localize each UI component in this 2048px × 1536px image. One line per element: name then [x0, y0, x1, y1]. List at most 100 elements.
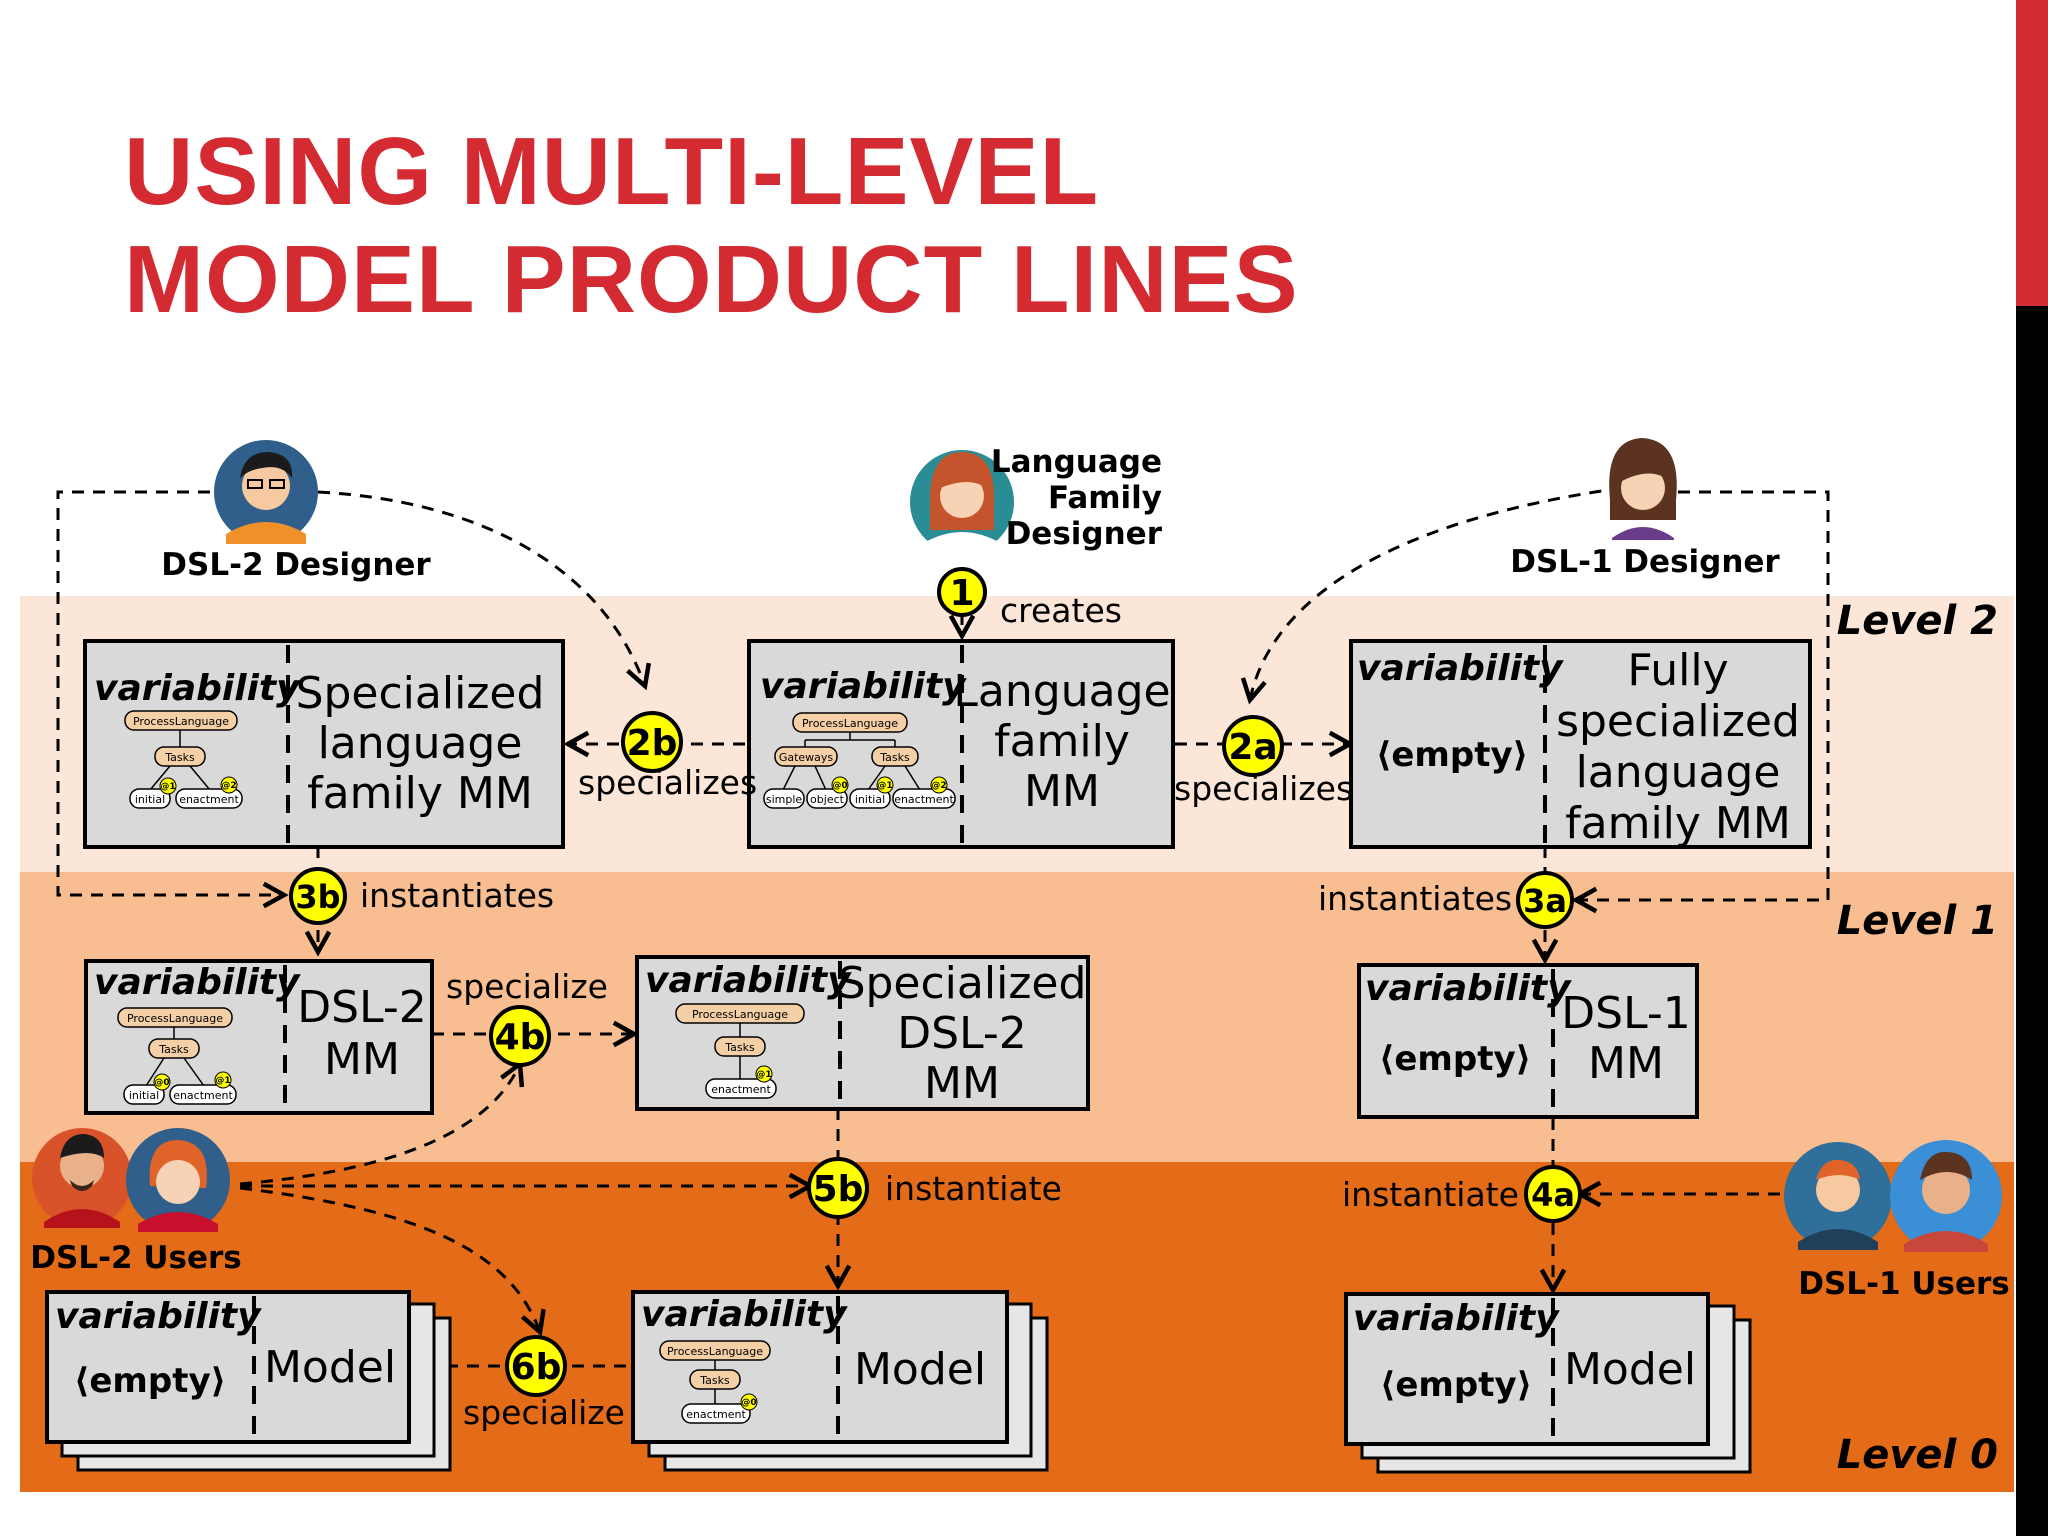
svg-text:variability: variability	[1365, 968, 1572, 1009]
svg-text:MM: MM	[324, 1034, 400, 1085]
role-dsl2-designer: DSL-2 Designer	[161, 547, 431, 583]
level-0-label: Level 0	[1836, 1432, 1998, 1478]
svg-text:@1: @1	[215, 1076, 230, 1086]
mini-tree: ProcessLanguage Tasks enactment @1	[675, 1003, 805, 1099]
svg-text:initial: initial	[129, 1089, 159, 1102]
svg-text:@1: @1	[877, 781, 892, 791]
svg-text:2a: 2a	[1228, 727, 1277, 768]
accent-bar-red	[2016, 0, 2048, 306]
svg-text:Language: Language	[953, 666, 1170, 717]
label-instantiates-3a: instantiates	[1318, 879, 1512, 918]
role-lf-designer-2: Family	[1048, 480, 1162, 516]
svg-text:DSL-1: DSL-1	[1561, 988, 1690, 1039]
mini-tree: ProcessLanguage Tasks initial enactment …	[117, 1007, 237, 1105]
svg-text:Tasks: Tasks	[879, 751, 910, 764]
svg-text:@2: @2	[221, 781, 236, 791]
svg-text:Model: Model	[1564, 1344, 1696, 1395]
svg-text:enactment: enactment	[686, 1408, 746, 1421]
dsl2-designer-avatar	[214, 440, 318, 544]
role-lf-designer-1: Language	[991, 444, 1162, 480]
box-dsl1-mm: variability ⟨empty⟩ DSL-1 MM	[1357, 963, 1699, 1119]
title-line-2: MODEL PRODUCT LINES	[124, 226, 1299, 333]
svg-text:object: object	[810, 793, 845, 806]
mini-tree: ProcessLanguage Gateways Tasks simple ob…	[763, 712, 956, 809]
svg-text:simple: simple	[766, 793, 803, 806]
svg-text:⟨empty⟩: ⟨empty⟩	[1379, 1039, 1531, 1079]
badge-3b: 3b	[289, 867, 347, 925]
svg-text:1: 1	[949, 573, 974, 614]
svg-text:@0: @0	[154, 1078, 169, 1088]
svg-text:variability: variability	[1353, 1298, 1560, 1339]
role-lf-designer-3: Designer	[1006, 516, 1163, 552]
svg-text:variability: variability	[55, 1296, 262, 1337]
svg-text:Model: Model	[854, 1344, 986, 1395]
svg-text:3b: 3b	[295, 878, 340, 916]
svg-text:@0: @0	[741, 1398, 756, 1408]
label-specializes-2a: specializes	[1174, 769, 1353, 808]
label-creates: creates	[1000, 591, 1122, 630]
arrow-dsl2-designer-specializes	[317, 490, 645, 686]
svg-text:language: language	[318, 718, 523, 769]
label-specialize-4b: specialize	[446, 967, 608, 1006]
dsl1-users-avatar	[1784, 1140, 2002, 1252]
arrows	[56, 486, 1830, 1366]
svg-text:@1: @1	[756, 1070, 771, 1080]
label-instantiates-3b: instantiates	[360, 876, 554, 915]
label-instantiate-5b: instantiate	[885, 1169, 1062, 1208]
role-dsl1-users: DSL-1 Users	[1798, 1266, 2009, 1302]
arrow-users-specialize-4b	[239, 1064, 520, 1186]
svg-text:Model: Model	[264, 1342, 396, 1393]
svg-text:Tasks: Tasks	[724, 1041, 755, 1054]
accent-bar-black	[2016, 306, 2048, 1536]
svg-text:specialized: specialized	[1556, 696, 1800, 747]
svg-text:⟨empty⟩: ⟨empty⟩	[1376, 735, 1528, 775]
svg-text:⟨empty⟩: ⟨empty⟩	[1380, 1365, 1532, 1405]
svg-text:4a: 4a	[1531, 1176, 1575, 1214]
box-fully-specialized-mm: variability ⟨empty⟩ Fully specialized la…	[1349, 639, 1812, 849]
svg-text:MM: MM	[1588, 1038, 1664, 1089]
svg-text:DSL-2: DSL-2	[297, 982, 426, 1033]
model-stack-left: variability ⟨empty⟩ Model	[45, 1290, 452, 1472]
svg-text:ProcessLanguage: ProcessLanguage	[127, 1012, 223, 1025]
svg-text:ProcessLanguage: ProcessLanguage	[667, 1345, 763, 1358]
svg-text:variability: variability	[1357, 648, 1564, 689]
box-language-family-mm: variability Language family MM ProcessLa…	[747, 639, 1175, 849]
arrow-dsl1-designer-specializes	[1250, 486, 1623, 700]
svg-text:@1: @1	[160, 782, 175, 792]
dsl2-users-avatar	[32, 1128, 230, 1232]
level-2-label: Level 2	[1836, 598, 1998, 644]
svg-text:variability: variability	[760, 666, 967, 707]
mini-tree: ProcessLanguage Tasks initial enactment …	[124, 710, 243, 809]
model-stack-middle: variability Model ProcessLanguage Tasks …	[631, 1290, 1049, 1472]
badge-2a: 2a	[1222, 715, 1284, 777]
svg-text:Tasks: Tasks	[158, 1043, 189, 1056]
box-specialized-dsl2-mm: variability Specialized DSL-2 MM Process…	[635, 955, 1090, 1111]
svg-text:DSL-2: DSL-2	[897, 1008, 1026, 1059]
svg-text:ProcessLanguage: ProcessLanguage	[802, 717, 898, 730]
svg-text:MM: MM	[1024, 766, 1100, 817]
svg-text:ProcessLanguage: ProcessLanguage	[133, 715, 229, 728]
svg-text:ProcessLanguage: ProcessLanguage	[692, 1008, 788, 1021]
arrow-dsl1-designer-instantiates	[1576, 490, 1830, 900]
svg-text:@2: @2	[931, 781, 946, 791]
svg-text:MM: MM	[924, 1058, 1000, 1109]
svg-text:Specialized: Specialized	[838, 958, 1087, 1009]
title-line-1: USING MULTI-LEVEL	[124, 118, 1100, 225]
svg-text:initial: initial	[135, 793, 165, 806]
badge-6b: 6b	[505, 1335, 567, 1397]
svg-text:enactment: enactment	[894, 793, 954, 806]
svg-text:variability: variability	[641, 1294, 848, 1335]
svg-text:family MM: family MM	[307, 768, 533, 819]
arrow-users-specialize-6b	[239, 1186, 540, 1332]
svg-text:variability: variability	[94, 668, 301, 709]
svg-text:5b: 5b	[813, 1169, 864, 1210]
svg-text:enactment: enactment	[711, 1083, 771, 1096]
svg-text:3a: 3a	[1523, 882, 1567, 920]
svg-text:Tasks: Tasks	[699, 1374, 730, 1387]
badges: 1 2b 2a 3b 3a 4b 5b 4a	[289, 567, 1582, 1397]
level-1-label: Level 1	[1836, 898, 1998, 944]
svg-text:@0: @0	[832, 781, 847, 791]
svg-text:Specialized: Specialized	[296, 668, 545, 719]
mini-tree: ProcessLanguage Tasks enactment @0	[659, 1340, 771, 1424]
